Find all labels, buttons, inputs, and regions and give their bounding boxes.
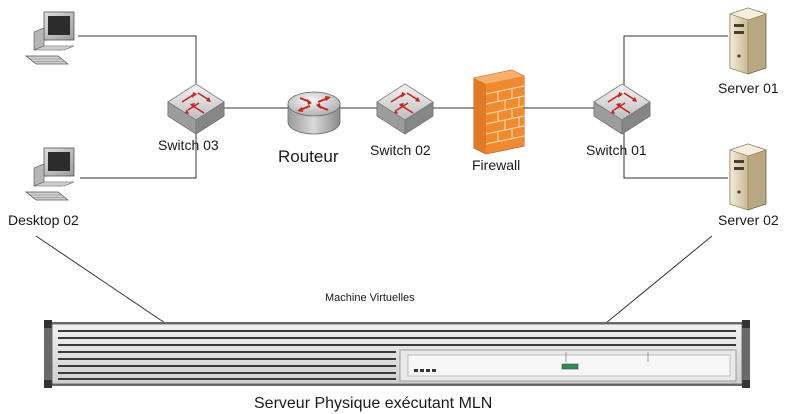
desktop-02-icon: [25, 147, 75, 201]
switch-02-icon: [376, 83, 434, 135]
desktop-01-icon: [25, 11, 75, 65]
switch-01-icon: [593, 83, 651, 135]
link-desktop01-switch03: [78, 35, 197, 92]
label-routeur: Routeur: [278, 147, 339, 166]
rack-server-icon: [44, 320, 750, 388]
label-server-02: Server 02: [718, 212, 779, 228]
rack-front-panel: [399, 349, 737, 382]
label-serveur-physique: Serveur Physique exécutant MLN: [254, 395, 493, 412]
label-desktop-02: Desktop 02: [8, 212, 79, 228]
label-firewall: Firewall: [472, 157, 521, 173]
label-switch-03: Switch 03: [158, 137, 219, 153]
link-switch01-server02: [623, 128, 728, 179]
firewall-icon: [473, 69, 525, 155]
label-machine-virtuelles: Machine Virtuelles: [325, 292, 415, 304]
label-switch-02: Switch 02: [370, 142, 431, 158]
link-desktop02-rack: [35, 235, 166, 324]
switch-03-icon: [167, 83, 225, 135]
router-icon: [287, 91, 341, 135]
server-01-icon: [729, 7, 767, 75]
rack-vent-slots: [58, 330, 736, 380]
server-02-icon: [729, 143, 767, 211]
link-server02-rack: [605, 235, 713, 324]
connection-lines: [35, 35, 728, 324]
label-switch-01: Switch 01: [586, 142, 647, 158]
link-switch01-server01: [623, 35, 728, 92]
link-desktop02-switch03: [80, 130, 197, 179]
label-server-01: Server 01: [718, 80, 779, 96]
